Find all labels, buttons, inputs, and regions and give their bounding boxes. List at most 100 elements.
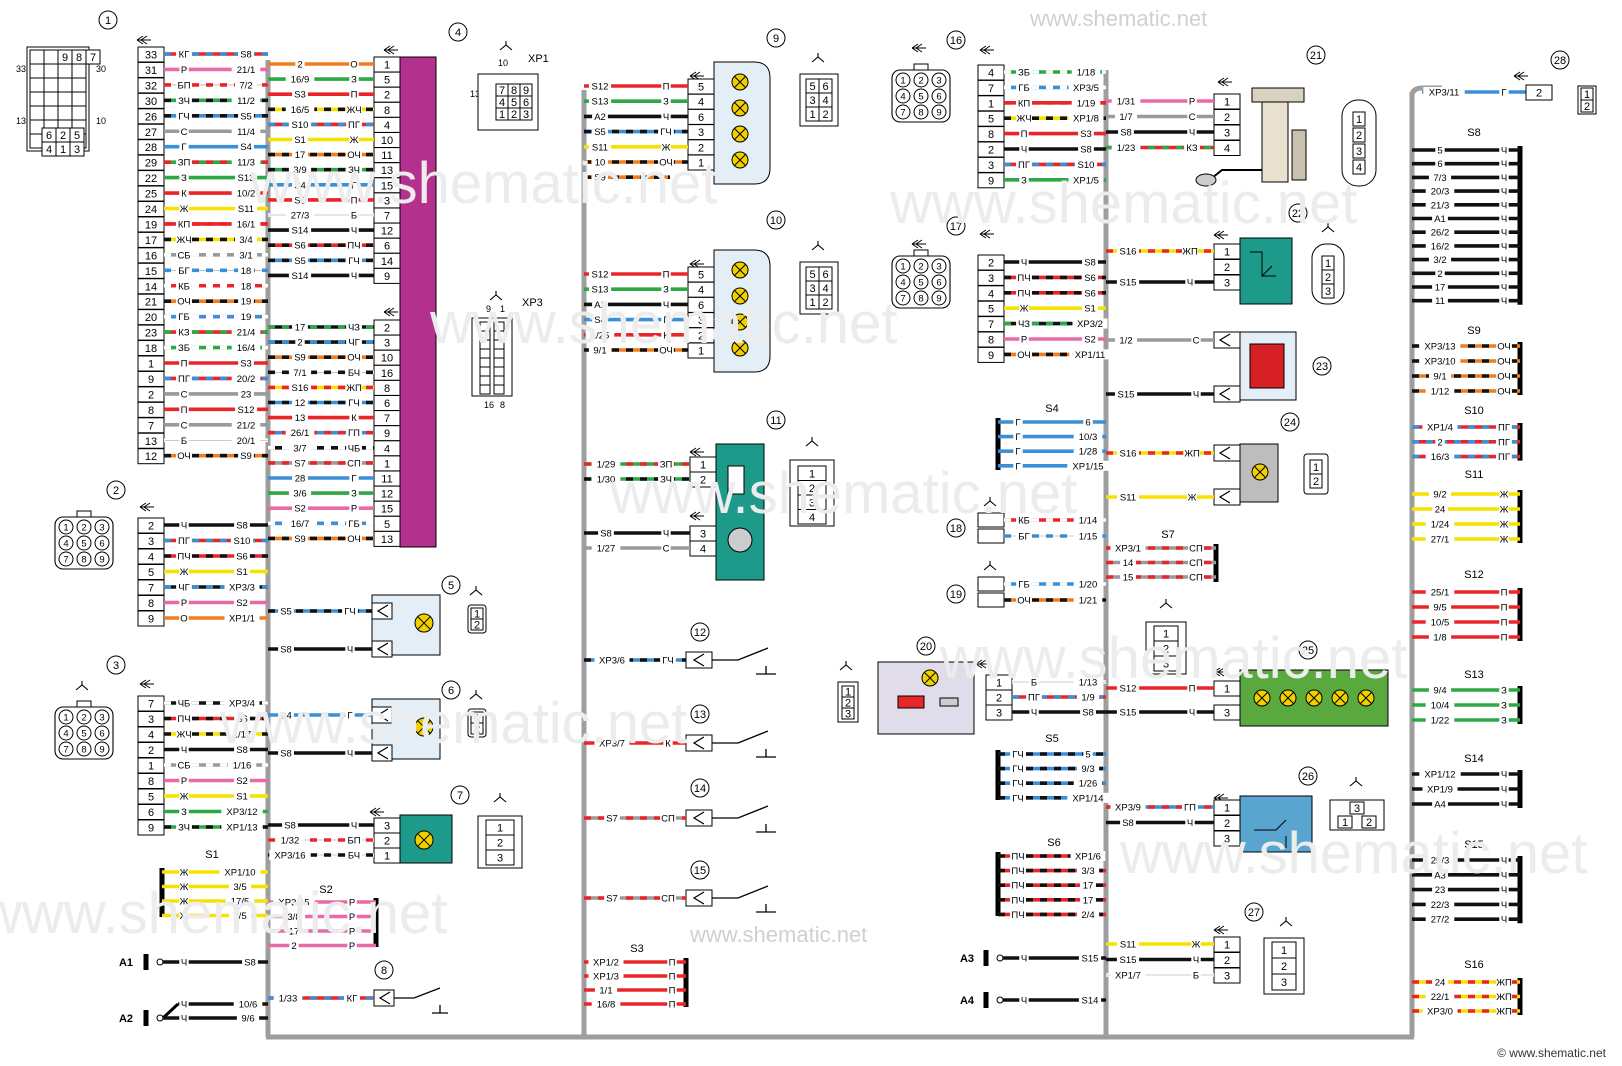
- connector-pin: [94, 709, 110, 725]
- wire-label-bg: [176, 218, 192, 229]
- wire-label-bg: [234, 551, 250, 561]
- wire-label: Ч: [181, 745, 187, 756]
- wire-label-bg: [292, 194, 308, 205]
- float-icon: [1195, 173, 1217, 187]
- pin-number: 3: [698, 315, 704, 327]
- plug-icon: [839, 661, 853, 671]
- pin-cell: [85, 49, 101, 65]
- pin-number: 9: [99, 745, 104, 756]
- component-number-circle: [1280, 412, 1300, 432]
- wire-label-bg: [179, 806, 189, 817]
- wire-label-bg: [660, 813, 676, 823]
- wire-label-bg: [1425, 617, 1455, 627]
- wire-label: 2: [297, 338, 302, 349]
- wire-label-bg: [349, 59, 359, 69]
- wire-label: 1/2: [1119, 336, 1132, 347]
- wire-label: 9/2: [1433, 490, 1446, 501]
- wire-label-bg: [1425, 186, 1455, 197]
- pin-number: 3: [1224, 708, 1230, 720]
- pin-number: 1: [1224, 97, 1230, 109]
- wire-label: Г: [1015, 418, 1020, 429]
- wire-label-bg: [228, 881, 252, 892]
- wire-label-bg: [663, 738, 673, 748]
- wire-label: Ч: [1501, 214, 1507, 225]
- wire-label-bg: [1016, 595, 1032, 605]
- wire-label-bg: [588, 971, 624, 981]
- wire-label-bg: [1010, 894, 1026, 905]
- wire-label: Ч: [1501, 870, 1507, 881]
- wire-label: 6: [1437, 159, 1442, 170]
- wire-label-bg: [1016, 67, 1032, 77]
- component-number-circle: [1298, 766, 1318, 786]
- pin-number: 3: [1224, 128, 1230, 140]
- wire-label: Б: [181, 436, 187, 447]
- lamp-cross: [1308, 692, 1320, 704]
- wire-label: S8: [1122, 818, 1134, 829]
- wire-label-bg: [346, 240, 362, 251]
- wire-label: S8: [236, 521, 248, 532]
- wire-label-bg: [231, 327, 261, 338]
- wire-label: ХР1/15: [1072, 461, 1103, 472]
- wire-label: S9: [240, 451, 252, 462]
- pin-number: 1: [1224, 803, 1230, 815]
- wire-label-bg: [1499, 784, 1509, 794]
- pin-number: 1: [900, 76, 905, 87]
- wire-label-bg: [238, 311, 254, 322]
- pin-number: 9: [936, 294, 941, 305]
- wire-label-bg: [1116, 448, 1140, 458]
- wire-label-bg: [1496, 371, 1512, 381]
- wire-label: ХР3/1: [1115, 544, 1141, 555]
- pin-number: 33: [145, 50, 157, 62]
- wire-label-bg: [588, 81, 612, 91]
- wire-label-bg: [179, 744, 189, 755]
- wire-label-bg: [179, 791, 189, 801]
- wire: [161, 1002, 180, 1020]
- wire-label: Ж: [1192, 940, 1201, 951]
- wire-label-bg: [658, 345, 674, 355]
- wire-label: ЧБ: [348, 443, 361, 454]
- pin-number: 21: [145, 297, 157, 309]
- wire-label-bg: [234, 79, 258, 90]
- splice-name: S6: [1047, 837, 1060, 849]
- harness-trunk: [1409, 85, 1442, 95]
- wire-label: 1/15: [1079, 532, 1098, 543]
- wire-label-bg: [1083, 749, 1093, 759]
- wire-label-bg: [234, 234, 258, 245]
- wire-label: 10/4: [1431, 701, 1450, 712]
- connector-key: [913, 63, 929, 71]
- pin-number: 7: [900, 108, 905, 119]
- wire-label-bg: [179, 957, 189, 967]
- lamp-housing: [713, 249, 771, 373]
- pin-number: 2: [996, 693, 1002, 705]
- wire-label-bg: [1432, 295, 1448, 306]
- pin-cell: [479, 339, 491, 350]
- connector-pin: [931, 72, 947, 88]
- wire-label: Ж: [1500, 490, 1509, 501]
- wire-label: П: [1189, 684, 1196, 695]
- pin-number: 2: [148, 521, 154, 533]
- wire-label-bg: [660, 893, 676, 903]
- pin-number: 2: [1325, 272, 1331, 284]
- pin-cell: [470, 618, 484, 631]
- wire-label: ХР3/4: [229, 699, 255, 710]
- wire-label: ПЧ: [1011, 895, 1024, 906]
- wire-label: К: [181, 189, 187, 200]
- wire-label: S8: [600, 529, 612, 540]
- connector-pin: [58, 741, 74, 757]
- wire-label: ЖП: [1496, 978, 1512, 989]
- connector-arrow: [1217, 77, 1232, 87]
- plug-icon: [983, 497, 997, 507]
- thermistor-icon: [727, 465, 745, 495]
- wire-label-bg: [1425, 534, 1455, 544]
- wire-label: П: [663, 270, 670, 281]
- wire-label: S15: [1082, 954, 1099, 965]
- wire-label: Ч: [1501, 146, 1507, 157]
- lamp-cross: [734, 154, 746, 166]
- wire-label-bg: [231, 419, 261, 430]
- pin-number: 1: [148, 359, 154, 371]
- wire-label: ХР3/9: [1115, 803, 1141, 814]
- pin-number: 8: [384, 105, 390, 117]
- wire-label: П: [181, 405, 188, 416]
- wire-label: 1/28: [1079, 447, 1098, 458]
- pin-cell: [470, 722, 484, 735]
